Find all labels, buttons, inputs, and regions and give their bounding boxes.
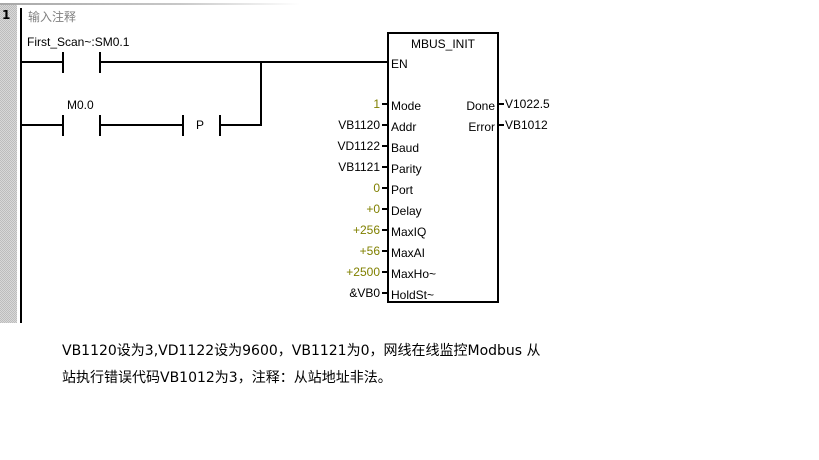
pin-holdstart: HoldSt~: [391, 288, 435, 302]
pin-stub: [382, 292, 387, 294]
operand-delay[interactable]: +0: [366, 202, 380, 216]
network-gutter: [0, 5, 17, 323]
network-comment[interactable]: 输入注释: [28, 10, 77, 24]
pin-stub: [382, 187, 387, 189]
contact-left-plate: [62, 115, 64, 136]
operand-maxhold[interactable]: +2500: [346, 265, 380, 279]
operand-maxiq[interactable]: +256: [352, 223, 380, 237]
contact-m00-label: M0.0: [67, 98, 94, 112]
edge-right-plate: [219, 115, 221, 136]
or-junction: [260, 61, 262, 126]
power-rail: [20, 8, 22, 323]
wire: [22, 124, 63, 126]
operand-parity[interactable]: VB1121: [338, 160, 380, 174]
edge-label: P: [196, 118, 205, 132]
edge-left-plate: [182, 115, 184, 136]
contact-first-scan-label: First_Scan~:SM0.1: [27, 35, 130, 49]
pin-stub: [382, 250, 387, 252]
pin-stub: [382, 124, 387, 126]
pin-maxiq: MaxIQ: [391, 225, 427, 239]
wire: [221, 124, 262, 126]
pin-stub: [382, 208, 387, 210]
mbus-init-block[interactable]: MBUS_INIT EN Mode Addr Baud Parity Port …: [387, 32, 499, 303]
operand-port[interactable]: 0: [373, 181, 380, 195]
operand-mode[interactable]: 1: [373, 97, 380, 111]
pin-parity: Parity: [391, 162, 422, 176]
operand-done[interactable]: V1022.5: [505, 97, 550, 111]
pin-maxai: MaxAI: [391, 246, 426, 260]
operand-holdstart[interactable]: &VB0: [349, 286, 380, 300]
description-text: VB1120设为3,VD1122设为9600，VB1121为0，网线在线监控Mo…: [62, 338, 541, 392]
pin-mode: Mode: [391, 99, 422, 113]
contact-right-plate: [99, 52, 101, 73]
pin-stub: [382, 103, 387, 105]
pin-error: Error: [468, 120, 495, 134]
wire: [101, 61, 388, 63]
contact-right-plate: [99, 115, 101, 136]
operand-baud[interactable]: VD1122: [337, 139, 380, 153]
wire: [101, 124, 183, 126]
pin-port: Port: [391, 183, 414, 197]
pin-maxhold: MaxHo~: [391, 267, 437, 281]
pin-stub: [499, 124, 504, 126]
operand-addr[interactable]: VB1120: [338, 118, 380, 132]
pin-en: EN: [391, 57, 408, 71]
contact-left-plate: [62, 52, 64, 73]
operand-error[interactable]: VB1012: [505, 118, 548, 132]
wire: [22, 61, 63, 63]
pin-delay: Delay: [391, 204, 422, 218]
description-line-1: VB1120设为3,VD1122设为9600，VB1121为0，网线在线监控Mo…: [62, 343, 541, 359]
pin-stub: [382, 145, 387, 147]
pin-baud: Baud: [391, 141, 420, 155]
block-title: MBUS_INIT: [410, 37, 475, 51]
description-line-2: 站执行错误代码VB1012为3，注释：从站地址非法。: [62, 370, 392, 386]
pin-addr: Addr: [391, 120, 417, 134]
pin-stub: [382, 166, 387, 168]
operand-maxai[interactable]: +56: [359, 244, 380, 258]
pin-done: Done: [466, 99, 495, 113]
network-number: 1: [2, 8, 11, 22]
pin-stub: [499, 103, 504, 105]
pin-stub: [382, 229, 387, 231]
pin-stub: [382, 271, 387, 273]
network-top-border: [0, 3, 300, 5]
